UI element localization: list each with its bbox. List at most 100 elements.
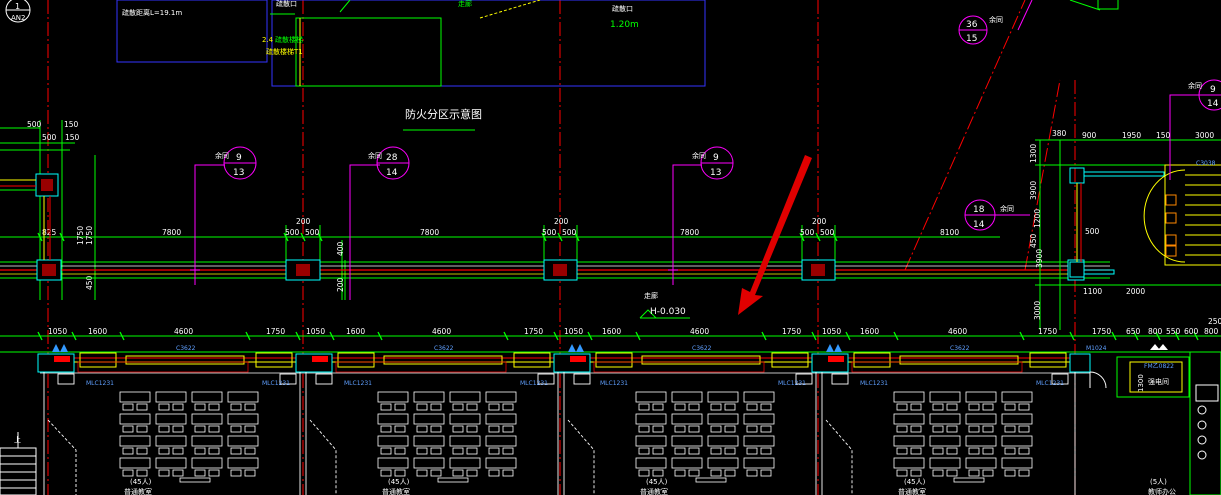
svg-text:4600: 4600 [690, 327, 709, 336]
chair [968, 447, 980, 455]
svg-text:500: 500 [562, 228, 577, 237]
svg-text:3000: 3000 [1033, 301, 1042, 320]
svg-text:MLC1231: MLC1231 [86, 380, 114, 387]
desk [743, 413, 775, 425]
svg-text:(45人): (45人) [646, 478, 668, 486]
svg-text:500: 500 [820, 228, 835, 237]
desk [1001, 457, 1033, 469]
chair [158, 403, 170, 411]
svg-text:(5人): (5人) [1150, 478, 1167, 486]
chair [172, 425, 184, 433]
chair [452, 425, 464, 433]
chair [746, 425, 758, 433]
callout-texts: 余同 9 13 余同 28 14 余同 9 13 余同 18 14 余同 36 … [215, 15, 1219, 230]
desk [227, 391, 259, 403]
chair [1018, 447, 1030, 455]
chair [194, 469, 206, 477]
chair [488, 403, 500, 411]
chair [416, 425, 428, 433]
svg-text:28: 28 [386, 153, 398, 163]
chair [968, 425, 980, 433]
svg-text:4600: 4600 [432, 327, 451, 336]
svg-text:3900: 3900 [1029, 181, 1038, 200]
chair [466, 469, 478, 477]
svg-text:MLC1231: MLC1231 [1036, 380, 1064, 387]
chair [244, 403, 256, 411]
chair [136, 425, 148, 433]
desk [743, 457, 775, 469]
svg-text:1600: 1600 [860, 327, 879, 336]
chair [1018, 425, 1030, 433]
desk [449, 413, 481, 425]
chair [158, 447, 170, 455]
chair [910, 469, 922, 477]
distance-label: 疏散距离L=19.1m [122, 8, 182, 17]
chair [466, 425, 478, 433]
svg-text:1600: 1600 [602, 327, 621, 336]
teacher-desk [437, 477, 469, 483]
chair [208, 425, 220, 433]
drawing-title: 防火分区示意图 [405, 107, 482, 121]
chair [896, 447, 908, 455]
svg-text:1750: 1750 [782, 327, 801, 336]
svg-text:1600: 1600 [346, 327, 365, 336]
chair [416, 403, 428, 411]
chair [638, 447, 650, 455]
chair [416, 447, 428, 455]
chair [652, 403, 664, 411]
svg-text:150: 150 [65, 133, 80, 142]
svg-text:教师办公: 教师办公 [1148, 487, 1176, 495]
desk [1001, 413, 1033, 425]
desk [707, 391, 739, 403]
top-labels: 1 AN2 疏散距离L=19.1m 2.4 疏散楼梯 疏散楼梯T1 疏散口 疏散… [5, 0, 639, 56]
svg-text:14: 14 [1207, 99, 1219, 109]
window-tags: C3622 C3622 C3622 C3622 M1024 FM乙0822 ML… [86, 345, 1174, 387]
chair [172, 447, 184, 455]
svg-text:普通教室: 普通教室 [124, 487, 152, 495]
svg-text:MLC1231: MLC1231 [344, 380, 372, 387]
note-a: 2.4 [262, 36, 274, 44]
pointer-arrow [738, 155, 812, 315]
chair [688, 447, 700, 455]
svg-text:余同: 余同 [1188, 81, 1202, 90]
chair [466, 403, 478, 411]
desk [893, 435, 925, 447]
chair [946, 469, 958, 477]
svg-text:15: 15 [966, 34, 977, 44]
desk [635, 435, 667, 447]
chair [638, 425, 650, 433]
chair [136, 403, 148, 411]
note-b: 疏散楼梯 [275, 35, 303, 44]
svg-text:余同: 余同 [368, 151, 382, 160]
svg-text:500: 500 [27, 120, 42, 129]
svg-text:(45人): (45人) [388, 478, 410, 486]
svg-text:C3622: C3622 [434, 345, 454, 352]
chair [230, 469, 242, 477]
chair [1018, 403, 1030, 411]
desk [485, 391, 517, 403]
chair [710, 403, 722, 411]
svg-text:余同: 余同 [215, 151, 229, 160]
chair [982, 447, 994, 455]
desk [707, 435, 739, 447]
chair [896, 425, 908, 433]
teacher-desk [695, 477, 727, 483]
desk [893, 457, 925, 469]
svg-text:普通教室: 普通教室 [382, 487, 410, 495]
desk [191, 391, 223, 403]
zone-label: 走廊 [458, 0, 472, 8]
desk [1001, 391, 1033, 403]
desk [671, 413, 703, 425]
chair [380, 425, 392, 433]
desk [119, 457, 151, 469]
chair [502, 425, 514, 433]
chair [746, 403, 758, 411]
chair [724, 447, 736, 455]
chair [416, 469, 428, 477]
chair [466, 447, 478, 455]
axis-label: 1 [15, 2, 20, 11]
desk [965, 391, 997, 403]
svg-text:650: 650 [1126, 327, 1141, 336]
desk [707, 413, 739, 425]
chair [932, 447, 944, 455]
